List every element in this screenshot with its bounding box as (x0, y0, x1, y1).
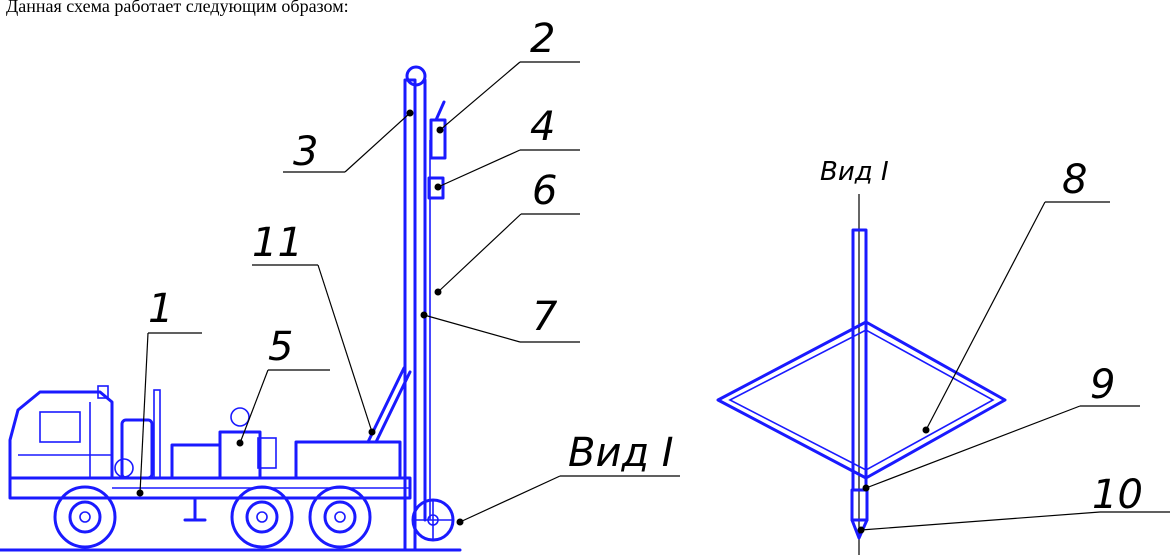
label-9: 9 (1090, 362, 1115, 408)
callout-2: 2 (436, 16, 580, 134)
callout-8: 8 (922, 157, 1110, 434)
label-10: 10 (1092, 472, 1143, 518)
label-5: 5 (268, 324, 293, 370)
equipment-box (294, 440, 402, 480)
wheel-mid (230, 485, 294, 549)
view-title: Вид I (820, 157, 889, 187)
cab-window (39, 411, 81, 443)
callout-view: Вид I (456, 430, 680, 526)
callout-5: 5 (236, 324, 330, 447)
callout-10: 10 (857, 472, 1170, 534)
callout-6: 6 (434, 168, 580, 296)
callout-1: 1 (136, 286, 202, 497)
label-2: 2 (530, 16, 555, 62)
pump-unit (218, 430, 262, 480)
callout-9: 9 (862, 362, 1140, 492)
truck (0, 366, 462, 552)
label-4: 4 (530, 104, 555, 150)
caption-text: Данная схема работает следующим образом: (6, 0, 349, 16)
callout-7: 7 (420, 294, 580, 343)
label-6: 6 (532, 168, 557, 214)
fuel-tank (120, 418, 154, 480)
blade-diamond (716, 320, 1007, 480)
engine-block (170, 443, 222, 480)
callout-4: 4 (434, 104, 580, 191)
rotator-head (429, 118, 447, 160)
swivel (427, 176, 445, 200)
mast (403, 65, 455, 552)
label-11: 11 (252, 220, 303, 266)
callout-3: 3 (283, 109, 414, 175)
label-1: 1 (148, 286, 173, 332)
cab (8, 390, 114, 480)
callout-11: 11 (252, 220, 376, 436)
exhaust (97, 385, 109, 399)
tool-view (716, 194, 1007, 555)
label-3: 3 (293, 129, 318, 175)
label-7: 7 (532, 294, 558, 340)
mast-column (403, 78, 417, 552)
wheel-rear (308, 485, 372, 549)
wheel-front (53, 485, 117, 549)
label-8: 8 (1062, 157, 1087, 203)
label-view-i: Вид I (568, 430, 674, 476)
